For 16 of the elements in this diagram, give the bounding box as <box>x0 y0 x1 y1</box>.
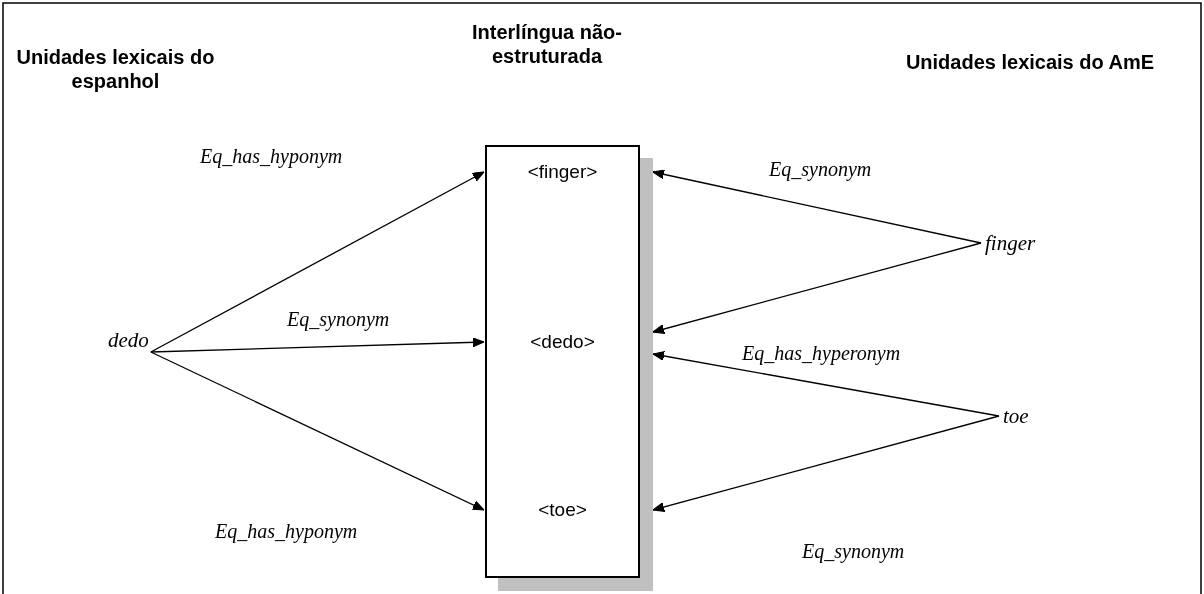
arrow <box>652 242 982 334</box>
interlingua-entry: <dedo> <box>487 327 638 357</box>
interlingua-entry: <finger> <box>487 157 638 187</box>
interlingua-entry: <toe> <box>487 495 638 525</box>
column-heading: Unidades lexicais do espanhol <box>15 45 216 93</box>
arrow <box>652 351 1000 417</box>
lexical-unit: toe <box>1003 403 1029 429</box>
column-heading: Interlíngua não-estruturada <box>471 20 623 68</box>
lexical-unit: dedo <box>108 327 149 353</box>
column-heading: Unidades lexicais do AmE <box>904 50 1156 74</box>
arrow <box>150 351 485 511</box>
arrow <box>652 169 982 244</box>
arrow <box>652 415 1000 512</box>
lexical-unit: finger <box>985 230 1036 256</box>
arrow <box>150 337 485 353</box>
arrow <box>150 171 485 353</box>
